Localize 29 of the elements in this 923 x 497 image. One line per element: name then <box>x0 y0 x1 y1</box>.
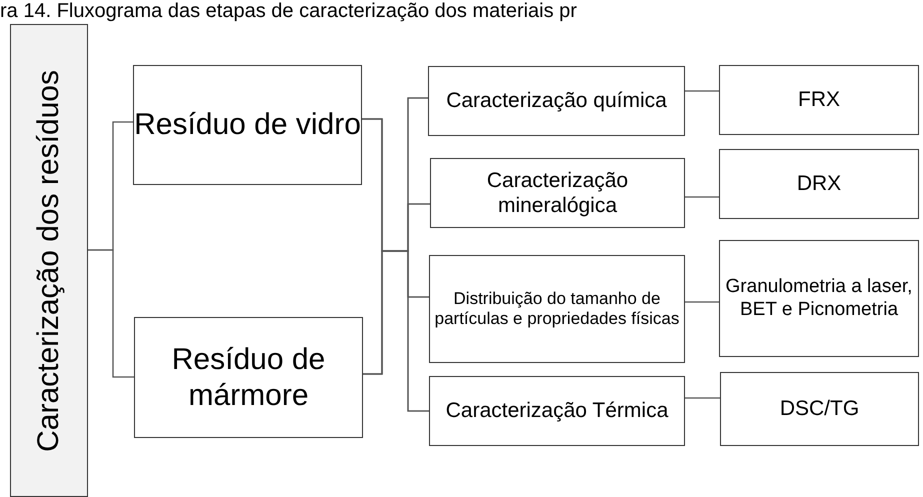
node-label: Caracterização mineralógica <box>486 168 630 218</box>
node-label: FRX <box>798 87 840 113</box>
process-box <box>134 317 363 438</box>
connector-line <box>685 397 720 399</box>
node-label: DRX <box>796 171 842 197</box>
process-box <box>429 255 685 363</box>
node-label: Caracterização dos resíduos <box>31 70 66 452</box>
category-band <box>10 24 88 497</box>
process-box <box>428 66 685 136</box>
process-box <box>430 158 685 228</box>
node-label: Resíduo de vidro <box>134 107 361 143</box>
connector-line <box>685 90 719 92</box>
connector-line <box>685 301 719 303</box>
connector-line <box>685 196 719 198</box>
process-box <box>719 240 919 357</box>
node-label: Granulometria a laser, BET e Picnometria <box>724 276 914 322</box>
node-label: Caracterização química <box>446 88 667 114</box>
node-label: Caracterização Térmica <box>446 398 668 424</box>
connector-line <box>363 250 429 412</box>
connector-line <box>88 249 134 378</box>
process-box <box>719 149 919 219</box>
process-box <box>133 65 362 185</box>
node-label: Distribuição do tamanho de partículas e propriedades físicas <box>434 288 680 330</box>
process-box <box>720 372 919 446</box>
process-box <box>429 376 685 446</box>
process-box <box>719 65 919 135</box>
figure-title: ra 14. Fluxograma das etapas de caracterização dos materiais pr <box>0 0 577 22</box>
node-label: DSC/TG <box>780 396 860 422</box>
node-label: Resíduo de mármore <box>170 342 326 414</box>
